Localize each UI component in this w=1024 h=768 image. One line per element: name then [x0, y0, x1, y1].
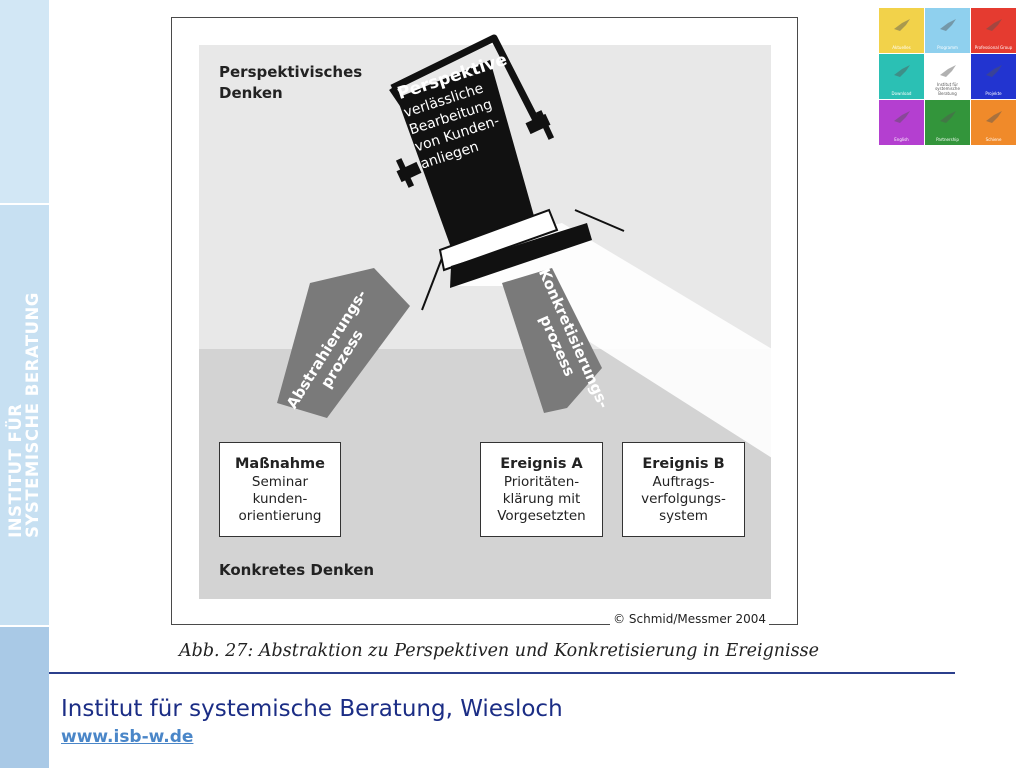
- tile-institute[interactable]: Institut für systemische Beratung: [925, 54, 970, 99]
- event-box-title: Maßnahme: [234, 456, 326, 472]
- beam-edge-left: [421, 257, 443, 311]
- tile-projekte[interactable]: Projekte: [971, 54, 1016, 99]
- sidebar-middle-band: [0, 205, 49, 625]
- lamp-lens: [450, 223, 592, 288]
- concretisation-arrow: [502, 268, 602, 413]
- event-box-line: orientierung: [238, 508, 322, 524]
- concrete-thinking-label: Konkretes Denken: [219, 561, 375, 579]
- event-box-line: Auftrags-: [652, 474, 715, 490]
- event-box-line: kunden-: [252, 491, 308, 507]
- left-sidebar: INSTITUT FÜR SYSTEMISCHE BERATUNG: [0, 0, 49, 768]
- event-box-a: Ereignis A Prioritäten- klärung mit Vorg…: [480, 442, 603, 537]
- tile-aktuelles[interactable]: Aktuelles: [879, 8, 924, 53]
- lamp-bracket-left-bar: [395, 158, 415, 188]
- figure-icon: [986, 65, 1002, 77]
- event-box-line: verfolgungs-: [641, 491, 726, 507]
- footer-divider: [49, 672, 955, 674]
- diagram-graphics: [277, 34, 772, 458]
- lamp-body: [397, 60, 534, 256]
- tile-schiene[interactable]: Schiene: [971, 100, 1016, 145]
- tile-label: Partnership: [936, 136, 959, 142]
- lamp-handle: [390, 34, 544, 130]
- event-box-line: Prioritäten-: [503, 474, 580, 490]
- figure-icon: [940, 111, 956, 123]
- abstraction-arrow: [277, 268, 410, 418]
- institute-website-link[interactable]: www.isb-w.de: [61, 727, 194, 747]
- perspective-heading-line-1: Perspektivisches: [219, 63, 363, 81]
- navigation-tile-grid: Aktuelles Programm Professional Group Do…: [879, 8, 1016, 145]
- tile-label: Institut für systemische Beratung: [935, 81, 960, 96]
- tile-label: Aktuelles: [892, 44, 911, 50]
- institute-name: Institut für systemische Beratung, Wiesl…: [61, 696, 563, 722]
- perspective-heading: Perspektivisches Denken: [219, 62, 362, 104]
- tile-professional-group[interactable]: Professional Group: [971, 8, 1016, 53]
- figure-icon: [894, 111, 910, 123]
- figure-icon: [894, 19, 910, 31]
- perspective-heading-line-2: Denken: [219, 84, 283, 102]
- tile-label: Projekte: [985, 90, 1002, 96]
- sidebar-line-1: INSTITUT FÜR: [6, 403, 25, 538]
- event-box-line: system: [659, 508, 708, 524]
- event-box-line: klärung mit: [502, 491, 581, 507]
- tile-label: Programm: [937, 44, 958, 50]
- figure-icon: [986, 19, 1002, 31]
- lamp-bracket-left: [396, 161, 422, 183]
- tile-programm[interactable]: Programm: [925, 8, 970, 53]
- event-box-line: Vorgesetzten: [497, 508, 586, 524]
- tile-english[interactable]: English: [879, 100, 924, 145]
- lamp-bracket-right-bar: [535, 110, 555, 140]
- figure-icon: [986, 111, 1002, 123]
- sidebar-institute-label: INSTITUT FÜR SYSTEMISCHE BERATUNG: [6, 292, 42, 538]
- figure-caption: Abb. 27: Abstraktion zu Perspektiven und…: [179, 641, 819, 661]
- tile-download[interactable]: Download: [879, 54, 924, 99]
- diagram-frame: Perspektivisches Denken Abstrahierungs- …: [171, 17, 798, 626]
- event-box-title: Ereignis A: [500, 456, 583, 472]
- lamp-rim: [438, 208, 559, 272]
- tile-label: Schiene: [985, 136, 1002, 142]
- event-box-title: Ereignis B: [642, 456, 725, 472]
- tile-label: English: [894, 136, 909, 142]
- figure-icon: [894, 65, 910, 77]
- sidebar-top-band: [0, 0, 49, 203]
- sidebar-line-2: SYSTEMISCHE BERATUNG: [23, 292, 42, 538]
- tile-partnership[interactable]: Partnership: [925, 100, 970, 145]
- figure-icon: [940, 19, 956, 31]
- event-box-b: Ereignis B Auftrags- verfolgungs- system: [622, 442, 745, 537]
- tile-label: Download: [891, 90, 912, 96]
- copyright-note: © Schmid/Messmer 2004: [610, 612, 769, 626]
- beam-edge-right: [574, 209, 625, 232]
- sidebar-bottom-band: [0, 627, 49, 768]
- event-box-line: Seminar: [251, 474, 309, 490]
- event-box-measure: Maßnahme Seminar kunden- orientierung: [219, 442, 341, 537]
- tile-label: Professional Group: [974, 44, 1013, 50]
- figure-icon: [940, 65, 956, 77]
